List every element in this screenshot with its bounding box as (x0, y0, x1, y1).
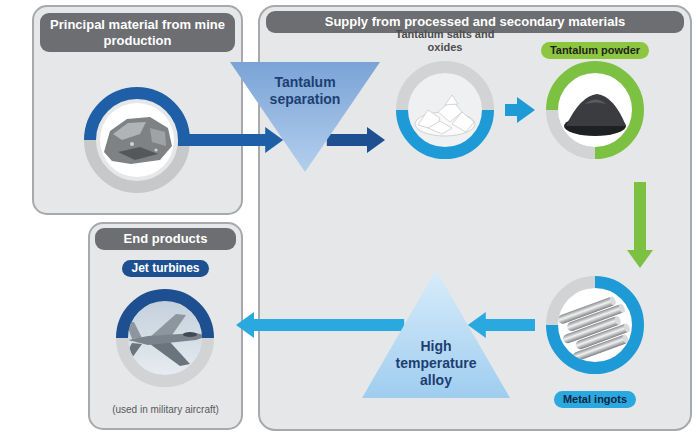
product-note: (used in military aircraft) (112, 404, 219, 416)
ore-picture (90, 93, 243, 187)
panel-ground (33, 6, 691, 430)
flow-arrow (627, 182, 653, 268)
process-label: Tantalum separation (253, 74, 357, 108)
material-circle: Metal ingots (535, 268, 655, 418)
material-circle: Tantalum salts and oxides (385, 22, 505, 182)
powder-picture-part (558, 73, 632, 147)
ingots-picture-part-part-part (623, 323, 631, 333)
ingots-picture-part-part-part (618, 303, 626, 313)
ore-picture-part-part (113, 122, 146, 140)
process-triangle-fill (230, 62, 380, 172)
end-panel: End productsJet turbines (used in militar… (88, 222, 243, 430)
ore-picture-part-part (118, 147, 158, 160)
jet-picture-part-part (128, 333, 208, 345)
material-label: Tantalum powder (541, 42, 649, 59)
product-circle: Jet turbines (used in military aircraft) (95, 256, 236, 424)
ore-picture-part-part (150, 128, 166, 146)
product-label: Jet turbines (122, 260, 208, 277)
process-triangle: Tantalum separation (230, 62, 380, 172)
ingots-picture-part-part-part (609, 296, 617, 306)
salts-picture-part-part (452, 112, 474, 132)
supply-panel: Supply from processed and secondary mate… (258, 5, 692, 431)
jet-picture (122, 295, 208, 381)
salts-picture-part (415, 95, 475, 136)
ingots-picture-part (552, 282, 638, 368)
panel-ground-part (33, 6, 242, 214)
ingots-picture (552, 282, 638, 368)
powder-picture-part-part (566, 94, 626, 126)
salts-picture-part-part (428, 121, 452, 134)
powder-picture-part-part (585, 100, 606, 105)
salts-picture-part (402, 67, 488, 110)
jet-picture-part (122, 295, 208, 338)
source-panel: Principal material from mine production (32, 5, 243, 215)
ingots-picture-part (558, 288, 632, 362)
panel-heading: End products (95, 228, 236, 250)
ore-picture-part (90, 140, 184, 187)
ore-picture-part (100, 103, 174, 177)
material-label: Tantalum salts and oxides (387, 28, 503, 54)
jet-picture-part-part (150, 342, 190, 366)
material-label: Metal ingots (554, 391, 636, 408)
material-circle: Tantalum powder (535, 22, 655, 182)
ore-picture-part (90, 93, 243, 140)
flow-arrow (327, 127, 385, 153)
panel-heading: Principal material from mine production (40, 13, 235, 52)
salts-picture-part-part (445, 95, 458, 105)
panel-ground-part (89, 223, 242, 429)
jet-picture-part-part (183, 332, 197, 337)
salts-picture-part (408, 73, 482, 147)
process-triangle: High temperature alloy (362, 270, 510, 398)
powder-picture-part (552, 110, 595, 153)
powder-picture-part (564, 94, 626, 136)
ore-picture-part-part (104, 117, 172, 164)
jet-picture-part (122, 338, 208, 381)
process-label: High temperature alloy (386, 338, 486, 389)
powder-picture-part (552, 67, 638, 153)
salts-picture (402, 67, 488, 153)
process-triangle-fill (362, 270, 510, 398)
ore-picture-part-part (154, 148, 157, 151)
powder-picture (552, 67, 638, 153)
flow-arrow (236, 312, 404, 338)
ore-picture-part (104, 117, 172, 164)
ingots-picture-part (552, 282, 595, 325)
flow-arrow (505, 97, 535, 123)
salts-picture-part (402, 110, 488, 153)
ore-picture-part-part (130, 142, 134, 146)
ingots-picture-part-part-part (614, 315, 622, 325)
jet-picture-part (124, 314, 208, 366)
flow-arrow (468, 312, 535, 338)
